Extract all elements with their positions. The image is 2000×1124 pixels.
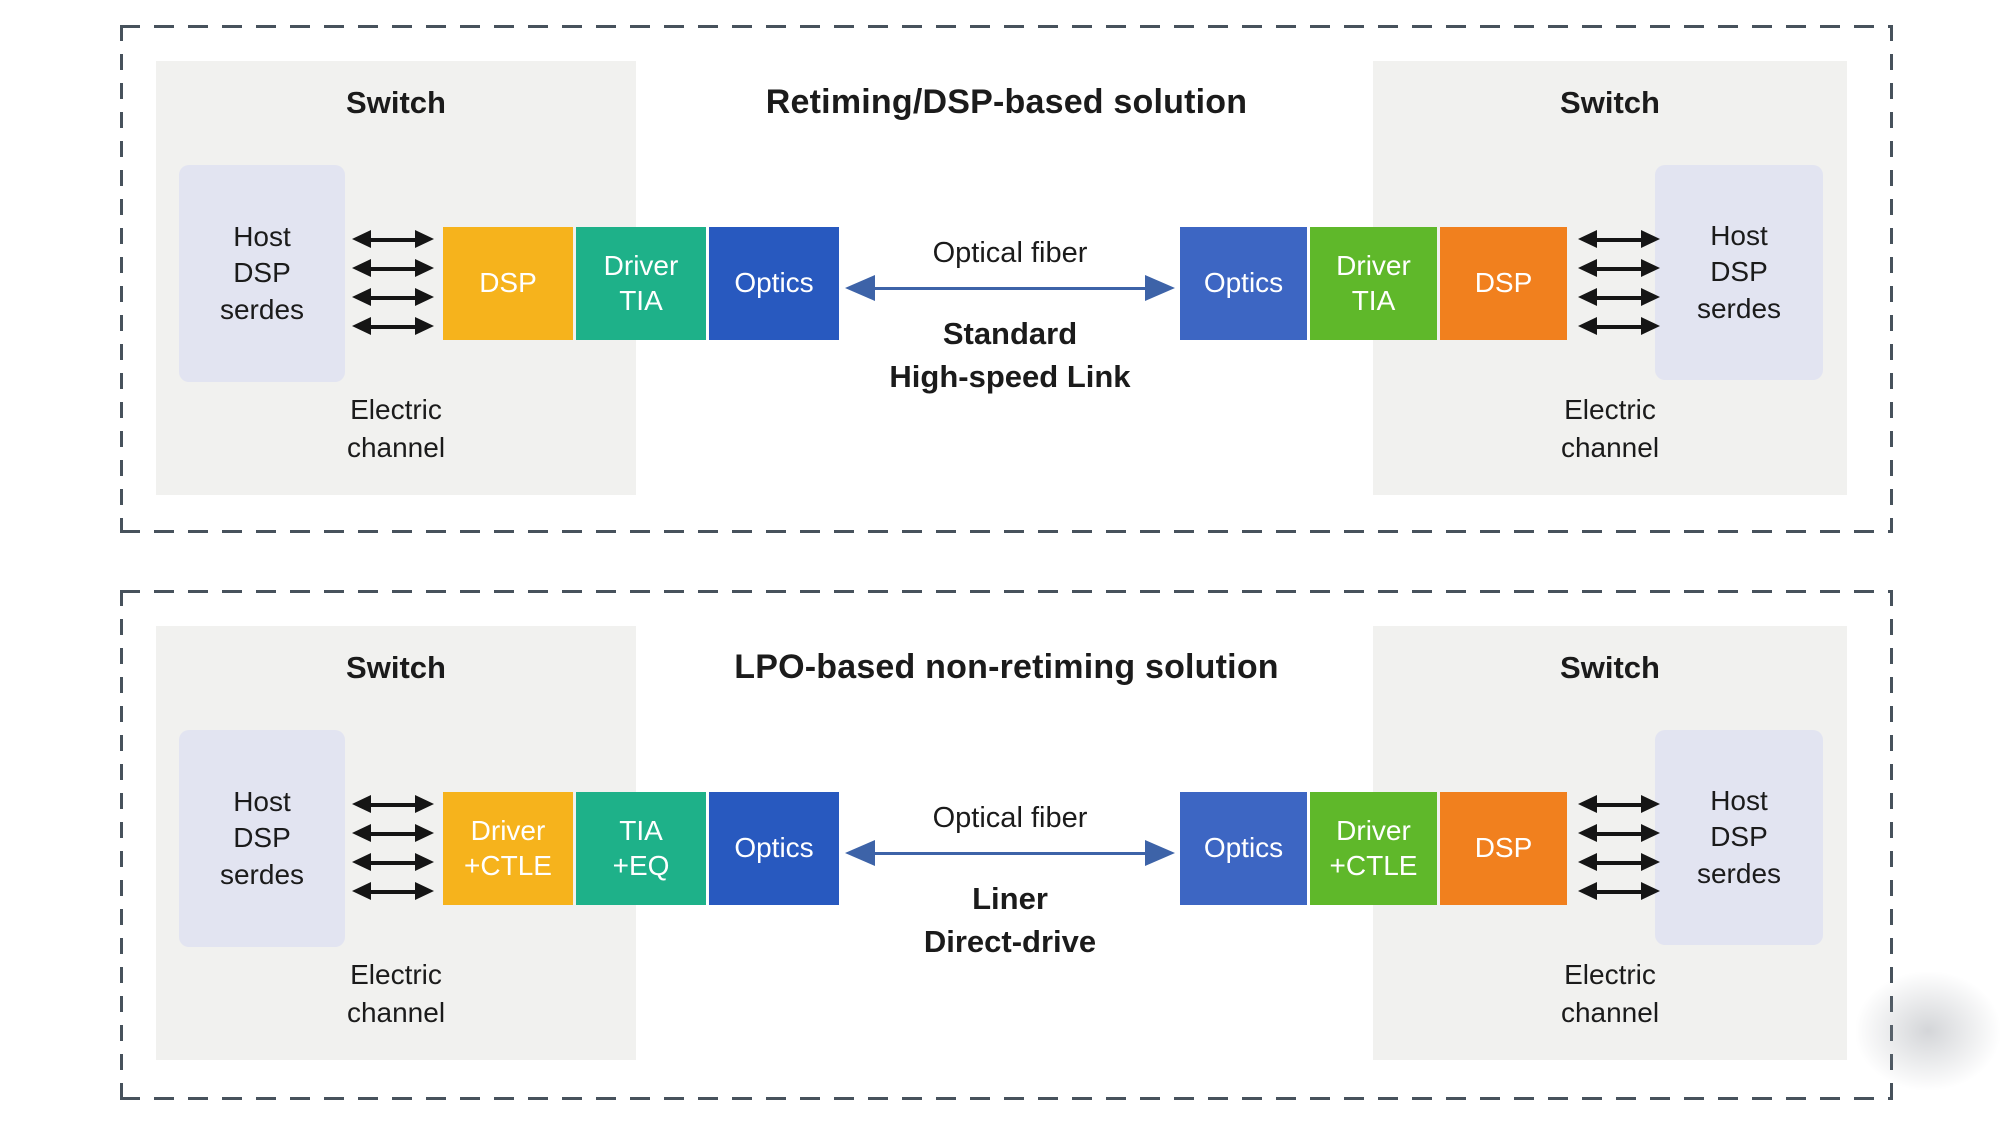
module-row-left: Driver +CTLE TIA +EQ Optics (443, 792, 839, 905)
double-arrow-icon (352, 230, 434, 249)
module-optics: Optics (709, 227, 839, 340)
module-driver-tia: Driver TIA (576, 227, 706, 340)
link-type-label: Liner Direct-drive (923, 881, 1097, 960)
switch-label-right: Switch (1560, 85, 1660, 120)
electric-channel-label-left: Electric channel (346, 394, 446, 463)
double-arrow-icon (352, 795, 434, 814)
double-arrow-icon (1578, 853, 1660, 872)
module-row-right: Optics Driver +CTLE DSP (1180, 792, 1567, 905)
module-dsp: DSP (443, 227, 573, 340)
electric-channel-arrows-left (352, 230, 434, 336)
switch-label-left: Switch (346, 650, 446, 685)
host-dsp-serdes-box-left: Host DSP serdes (179, 730, 345, 947)
optical-fiber-label: Optical fiber (932, 237, 1088, 269)
module-driver-ctle: Driver +CTLE (443, 792, 573, 905)
double-arrow-icon (1578, 824, 1660, 843)
electric-channel-arrows-right (1578, 230, 1660, 336)
panel-title: LPO-based non-retiming solution (734, 648, 1279, 686)
optical-fiber-arrow-icon (845, 275, 1175, 301)
module-tia-eq: TIA +EQ (576, 792, 706, 905)
double-arrow-icon (1578, 288, 1660, 307)
switch-label-left: Switch (346, 85, 446, 120)
double-arrow-icon (1578, 230, 1660, 249)
optical-fiber-arrow-icon (845, 840, 1175, 866)
module-optics: Optics (709, 792, 839, 905)
module-driver-tia: Driver TIA (1310, 227, 1437, 340)
electric-channel-arrows-left (352, 795, 434, 901)
double-arrow-icon (1578, 259, 1660, 278)
panel-title: Retiming/DSP-based solution (765, 83, 1248, 121)
module-driver-ctle: Driver +CTLE (1310, 792, 1437, 905)
panel-retiming-solution: Retiming/DSP-based solution Switch Switc… (120, 25, 1893, 533)
switch-label-right: Switch (1560, 650, 1660, 685)
double-arrow-icon (1578, 317, 1660, 336)
optical-fiber-label: Optical fiber (932, 802, 1088, 834)
double-arrow-icon (352, 882, 434, 901)
module-optics: Optics (1180, 227, 1307, 340)
module-row-right: Optics Driver TIA DSP (1180, 227, 1567, 340)
watermark-smudge (1856, 972, 2000, 1090)
double-arrow-icon (352, 259, 434, 278)
double-arrow-icon (1578, 882, 1660, 901)
host-dsp-serdes-box-left: Host DSP serdes (179, 165, 345, 382)
double-arrow-icon (352, 288, 434, 307)
host-dsp-serdes-box-right: Host DSP serdes (1655, 165, 1823, 380)
module-dsp: DSP (1440, 227, 1567, 340)
electric-channel-arrows-right (1578, 795, 1660, 901)
electric-channel-label-left: Electric channel (346, 959, 446, 1028)
module-row-left: DSP Driver TIA Optics (443, 227, 839, 340)
double-arrow-icon (352, 853, 434, 872)
double-arrow-icon (352, 317, 434, 336)
double-arrow-icon (352, 824, 434, 843)
electric-channel-label-right: Electric channel (1560, 394, 1660, 463)
double-arrow-icon (1578, 795, 1660, 814)
host-dsp-serdes-box-right: Host DSP serdes (1655, 730, 1823, 945)
link-type-label: Standard High-speed Link (889, 316, 1131, 395)
module-dsp: DSP (1440, 792, 1567, 905)
module-optics: Optics (1180, 792, 1307, 905)
electric-channel-label-right: Electric channel (1560, 959, 1660, 1028)
panel-lpo-solution: LPO-based non-retiming solution Switch S… (120, 590, 1893, 1100)
